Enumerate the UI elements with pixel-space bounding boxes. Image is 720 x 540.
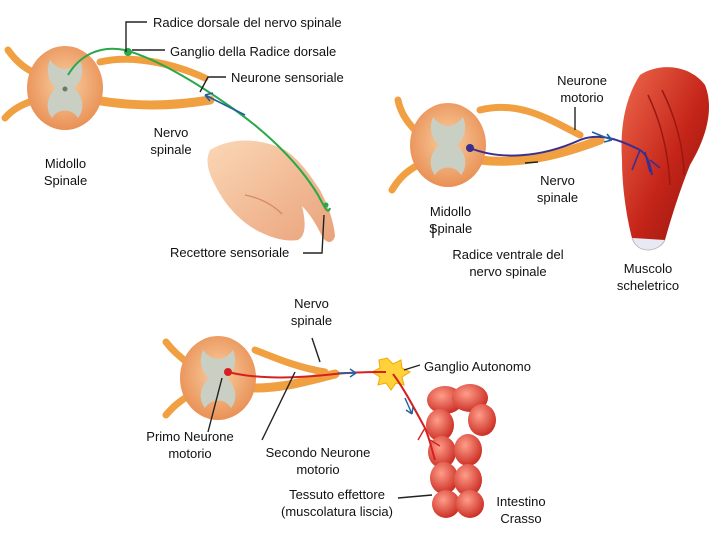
large-intestine <box>426 384 496 518</box>
autonomic-arrow-1 <box>338 368 357 378</box>
label-sensory-receptor: Recettore sensoriale <box>170 245 290 260</box>
label-spinal-cord-1: Midollo Spinale <box>38 155 93 189</box>
leader-first-neuron <box>207 377 223 433</box>
label-first-motor-neuron: Primo Neurone motorio <box>140 428 240 462</box>
label-spinal-nerve-3: Nervo spinale <box>284 295 339 329</box>
label-dorsal-root: Radice dorsale del nervo spinale <box>153 15 342 30</box>
first-motor-neuron-path <box>227 371 387 379</box>
label-line: Nervo <box>153 125 189 140</box>
skeletal-muscle <box>621 67 710 246</box>
leader-sensory-neuron <box>199 76 226 93</box>
autonomic-panel <box>162 336 496 518</box>
label-line: Spinale <box>428 221 473 236</box>
label-line: motorio <box>168 446 212 461</box>
label-sensory-neuron: Neurone sensoriale <box>231 70 344 85</box>
leader-autonomic-ganglion <box>403 364 421 371</box>
autonomic-ganglion <box>370 357 412 391</box>
label-line: Muscolo <box>623 261 673 276</box>
leader-effector <box>397 494 433 499</box>
label-ventral-root: Radice ventrale del nervo spinale <box>442 246 574 280</box>
leader-spinal-nerve-3 <box>311 337 321 363</box>
somatic-panel <box>388 67 710 251</box>
dorsal-root <box>96 55 209 82</box>
label-line: Tessuto effettore <box>289 487 385 502</box>
spinal-nerve-left <box>90 95 215 110</box>
leader-second-neuron <box>261 371 296 441</box>
somatic-arrow <box>591 131 613 143</box>
label-line: spinale <box>150 142 192 157</box>
label-line: motorio <box>560 90 604 105</box>
label-dorsal-root-ganglion: Ganglio della Radice dorsale <box>170 44 337 59</box>
sensory-receptor-dot <box>323 202 329 208</box>
label-second-motor-neuron: Secondo Neurone motorio <box>258 444 378 478</box>
label-line: spinale <box>290 313 333 328</box>
label-line: Crasso <box>500 511 542 526</box>
label-line: Radice ventrale del <box>452 247 564 262</box>
label-line: Secondo Neurone <box>265 445 371 460</box>
autonomic-arrow-2 <box>404 397 414 415</box>
label-line: (muscolatura liscia) <box>281 504 393 519</box>
label-motor-neuron: Neurone motorio <box>548 72 616 106</box>
sensory-ganglion-cell <box>124 48 132 56</box>
sensory-panel <box>1 21 335 254</box>
label-line: scheletrico <box>616 278 680 293</box>
label-autonomic-ganglion: Ganglio Autonomo <box>424 359 531 374</box>
grey-matter <box>200 350 236 408</box>
label-line: Intestino <box>496 494 546 509</box>
label-line: nervo spinale <box>469 264 547 279</box>
label-spinal-nerve-2: Nervo spinale <box>530 172 585 206</box>
label-spinal-cord-2: Midollo Spinale <box>423 203 478 237</box>
label-line: Spinale <box>43 173 88 188</box>
sensory-arrow <box>204 92 246 116</box>
leader-spinal-nerve-2 <box>524 161 539 164</box>
label-effector-tissue: Tessuto effettore (muscolatura liscia) <box>274 486 400 520</box>
label-line: Neurone <box>557 73 607 88</box>
leader-receptor <box>303 214 325 254</box>
label-large-intestine: Intestino Crasso <box>490 493 552 527</box>
label-line: Midollo <box>429 204 472 219</box>
leader-dorsal-root <box>125 21 147 52</box>
label-line: motorio <box>296 462 340 477</box>
label-line: Nervo <box>540 173 575 188</box>
label-spinal-nerve-1: Nervo spinale <box>146 124 196 158</box>
label-line: Primo Neurone <box>146 429 234 444</box>
hand <box>207 140 335 242</box>
label-line: spinale <box>536 190 579 205</box>
grey-matter <box>430 117 466 175</box>
label-skeletal-muscle: Muscolo scheletrico <box>606 260 690 294</box>
label-line: Nervo <box>294 296 329 311</box>
label-line: Midollo <box>44 156 87 171</box>
